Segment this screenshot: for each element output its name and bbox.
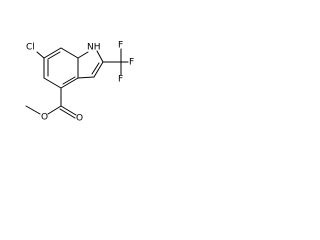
bond-c2-c3: [93, 61, 104, 78]
chlorine-label: Cl: [26, 43, 35, 53]
chemical-structure: Cl NH F F F O O: [25, 41, 134, 124]
bond-carbonyl-o-double-a: [60, 105, 77, 116]
bond-c7a-c7: [60, 47, 79, 59]
fluorine-top-label: F: [118, 41, 123, 51]
ester-oxygen-label: O: [41, 113, 48, 123]
bond-c5-c4: [43, 77, 62, 89]
bond-c7-c6-inner: [47, 51, 61, 60]
bond-c7-c6: [43, 47, 62, 59]
bond-c3-c3a: [77, 76, 95, 79]
nh-label: NH: [87, 43, 101, 53]
bonds: [25, 47, 129, 119]
fluorine-right-label: F: [129, 58, 134, 68]
bond-c7a-n1: [77, 51, 89, 59]
bond-carbonyl-o-double-b: [59, 108, 76, 119]
bond-c4-c3a-inner: [62, 76, 76, 85]
bond-n1-c2: [96, 50, 104, 63]
bond-carbonyl-ester-o: [47, 105, 62, 115]
fluorine-bottom-label: F: [118, 75, 123, 85]
carbonyl-oxygen-label: O: [76, 114, 83, 124]
bond-c4-c3a: [60, 77, 79, 89]
atom-labels: Cl NH F F F O O: [26, 41, 134, 124]
bond-ester-o-methyl: [25, 105, 41, 115]
bond-c6-cl: [36, 51, 45, 59]
bond-c2-c3-inner: [91, 62, 100, 75]
